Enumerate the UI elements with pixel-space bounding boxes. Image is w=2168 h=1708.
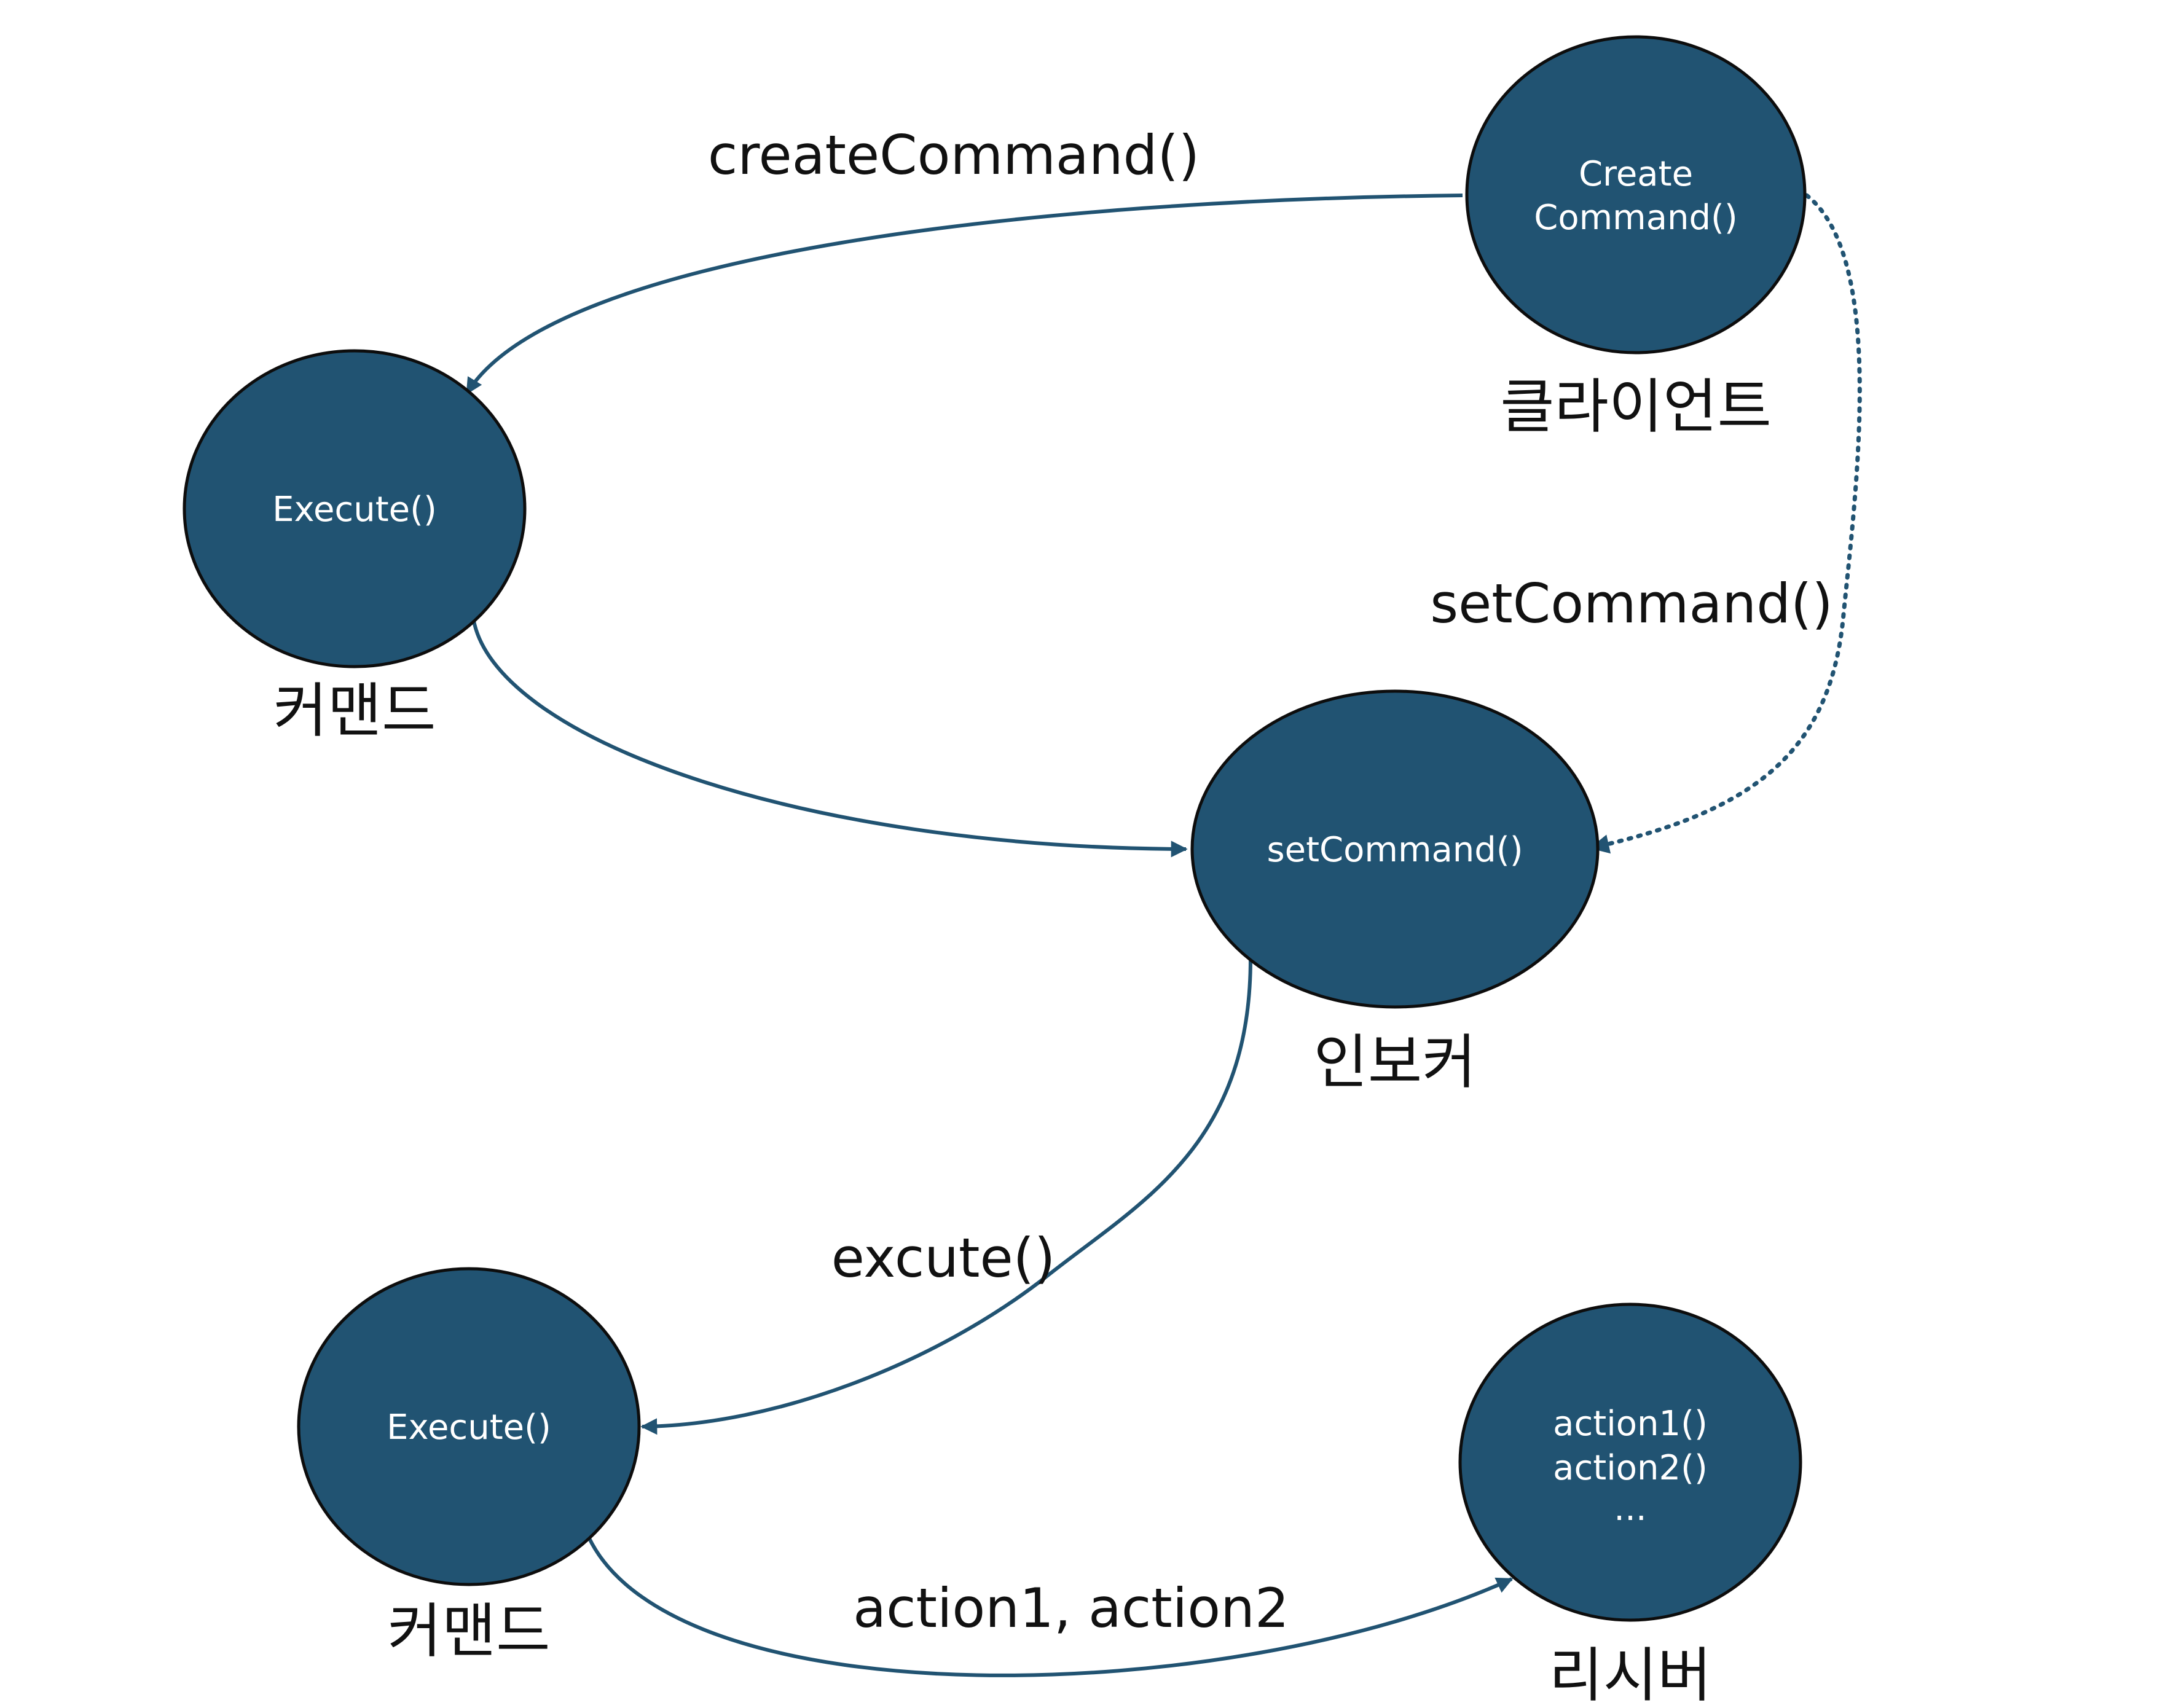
receiver-caption: 리시버: [1549, 1641, 1712, 1708]
command-top-ellipse: [183, 349, 527, 668]
client-caption: 클라이언트: [1500, 372, 1772, 441]
execute-arrow: [640, 958, 1252, 1435]
command-bottom-node-line-1: Execute(): [387, 1408, 551, 1447]
set-command-label: setCommand(): [1430, 572, 1832, 635]
command-bottom-caption: 커맨드: [388, 1597, 551, 1666]
client-node-line-1: Create: [1579, 154, 1693, 194]
invoker-caption: 인보커: [1314, 1028, 1477, 1097]
invoker-ellipse: [1190, 689, 1600, 1009]
receiver-node-line-2: action2(): [1553, 1448, 1708, 1488]
receiver-node-line-1: action1(): [1553, 1404, 1708, 1444]
command-bottom-node: Execute(): [297, 1267, 641, 1586]
command-to-invoker-arrow: [471, 617, 1188, 858]
client-node: Create Command(): [1465, 35, 1807, 355]
set-command-dotted-arrow: [1589, 193, 1862, 854]
receiver-ellipse: [1458, 1303, 1802, 1622]
create-command-arrow: [465, 194, 1463, 395]
actions-label: action1, action2: [853, 1577, 1289, 1640]
execute-label: excute(): [831, 1226, 1056, 1290]
create-command-label: createCommand(): [708, 123, 1200, 187]
receiver-node: action1() action2() ...: [1458, 1303, 1802, 1622]
invoker-node: setCommand(): [1190, 689, 1600, 1009]
invoker-node-line-1: setCommand(): [1267, 830, 1523, 870]
client-node-line-2: Command(): [1534, 198, 1738, 238]
command-top-node: Execute(): [183, 349, 527, 668]
client-ellipse: [1465, 35, 1807, 355]
command-bottom-ellipse: [297, 1267, 641, 1586]
command-top-caption: 커맨드: [273, 676, 436, 745]
actions-arrow: [587, 1536, 1514, 1677]
command-top-node-line-1: Execute(): [272, 490, 437, 530]
receiver-node-line-3: ...: [1614, 1489, 1646, 1529]
